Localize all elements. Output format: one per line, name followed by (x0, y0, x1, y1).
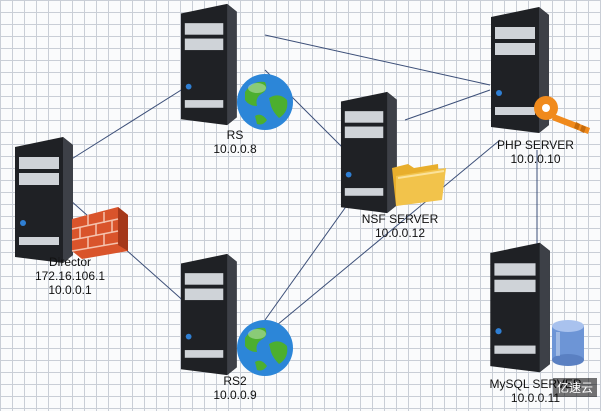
server-tower-icon (490, 242, 550, 373)
node-name: PHP SERVER (497, 138, 574, 152)
database-icon (552, 320, 584, 366)
node-name: Director (48, 255, 91, 269)
link-nsf-php (404, 89, 491, 121)
server-tower-icon (180, 253, 237, 376)
node-label: NSF SERVER 10.0.0.12 (325, 212, 475, 240)
folder-icon (392, 164, 446, 206)
node-rs: RS 10.0.0.8 (165, 0, 305, 160)
node-name: NSF SERVER (361, 212, 439, 226)
node-ip: 10.0.0.1 (48, 283, 92, 297)
key-icon (534, 96, 590, 134)
watermark: 亿速云 (552, 378, 597, 397)
node-director: Director 172.16.106.1 10.0.0.1 (0, 130, 140, 300)
node-php: PHP SERVER 10.0.0.10 (470, 0, 601, 170)
server-tower-icon (180, 3, 237, 126)
server-tower-icon (15, 137, 73, 263)
globe-icon (237, 320, 293, 376)
node-label: RS 10.0.0.8 (165, 128, 305, 156)
globe-icon (237, 74, 293, 130)
node-rs2: RS2 10.0.0.9 (165, 250, 305, 410)
firewall-icon (71, 207, 128, 259)
node-ip: 172.16.106.1 (34, 269, 106, 283)
node-label: Director 172.16.106.1 10.0.0.1 (0, 255, 140, 297)
link-rs2-php (264, 139, 501, 336)
node-ip: 10.0.0.12 (374, 226, 426, 240)
node-name: RS (226, 128, 244, 142)
node-name: RS2 (223, 374, 247, 388)
node-ip: 10.0.0.11 (510, 391, 561, 405)
server-tower-icon (491, 7, 549, 133)
node-ip: 10.0.0.9 (213, 388, 257, 402)
link-rs-php (264, 34, 491, 86)
node-label: RS2 10.0.0.9 (165, 374, 305, 402)
node-mysql: MySQL SERVER 10.0.0.11 亿速云 (470, 232, 601, 411)
server-tower-icon (340, 91, 397, 214)
node-ip: 10.0.0.8 (213, 142, 257, 156)
node-nsf: NSF SERVER 10.0.0.12 (325, 88, 475, 248)
node-label: PHP SERVER 10.0.0.10 (470, 138, 601, 166)
node-ip: 10.0.0.10 (510, 152, 561, 166)
